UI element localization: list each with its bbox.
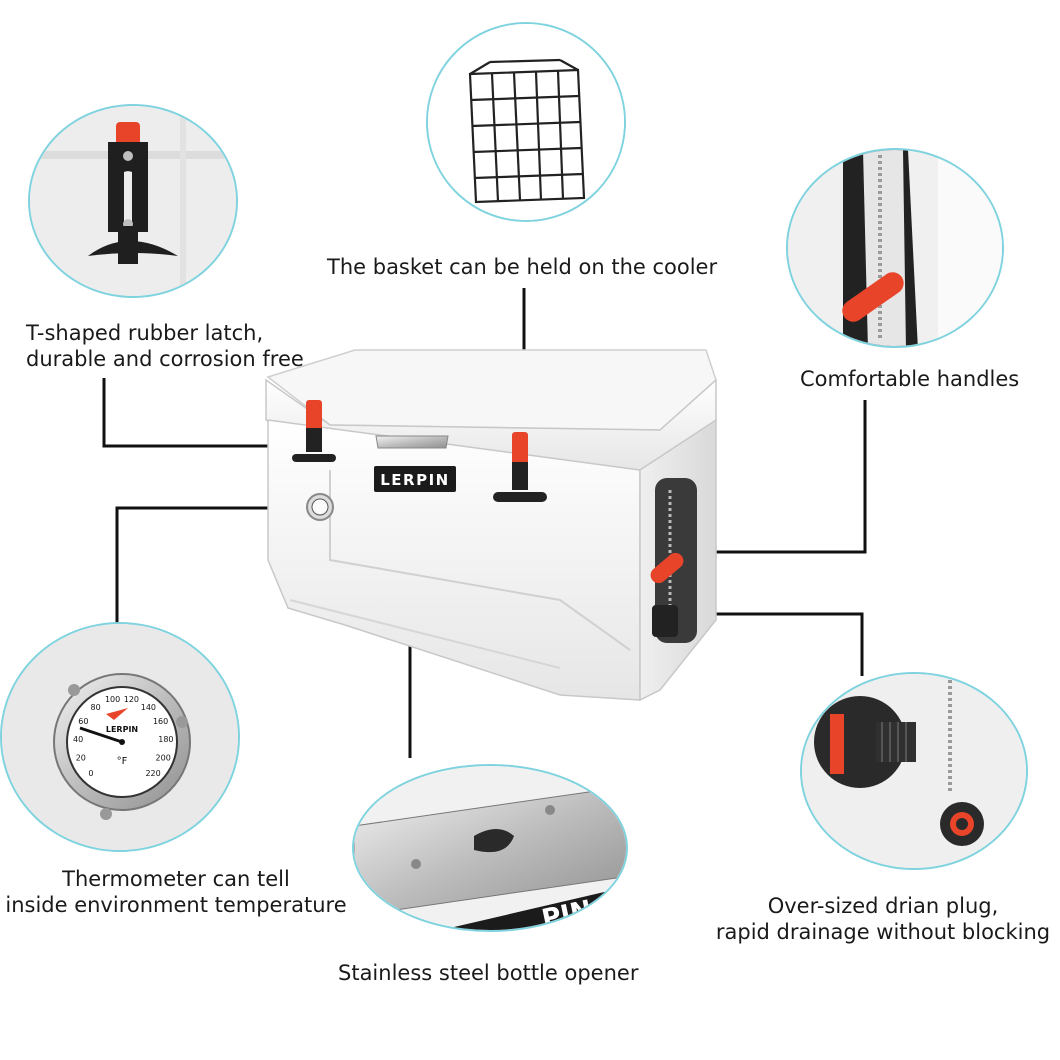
drain-plug-red-ring	[830, 714, 844, 774]
plug-connector	[680, 612, 864, 676]
handles-detail-image	[788, 150, 1002, 346]
brand-plate-text: LERPIN	[380, 471, 449, 489]
dial-tick-label: 120	[124, 695, 139, 704]
bottle-opener-plate	[375, 435, 449, 449]
handle-grip-detail	[842, 272, 904, 322]
left-latch-strap-top	[306, 400, 322, 432]
plug-caption: Over-sized drian plug, rapid drainage wi…	[706, 893, 1060, 945]
basket-detail-image	[428, 24, 624, 220]
thermometer-unit: °F	[117, 756, 128, 767]
plug-caption-line2: rapid drainage without blocking	[715, 920, 1051, 944]
dial-tick-label: 180	[158, 735, 173, 744]
plug-caption-line1: Over-sized drian plug,	[767, 894, 999, 918]
latch-connector	[102, 378, 310, 448]
dial-tick-label: 100	[105, 695, 120, 704]
thermometer-logo-text: LERPIN	[106, 725, 138, 734]
latch-rubber-strap	[108, 142, 148, 232]
brand-plate	[374, 466, 456, 492]
dial-tick-label: 220	[145, 769, 160, 778]
body-thermometer-face	[311, 498, 329, 516]
plug-detail-image	[802, 674, 1026, 868]
plug-detail-circle	[800, 672, 1028, 870]
latch-detail-image	[30, 106, 236, 296]
handles-connector	[690, 400, 867, 554]
latch-detail-circle	[28, 104, 238, 298]
latch-caption: T-shaped rubber latch, durable and corro…	[26, 320, 304, 372]
dial-tick-label: 20	[76, 753, 86, 762]
left-latch-strap	[306, 428, 322, 452]
dial-tick-label: 80	[91, 703, 101, 712]
drain-plug	[652, 605, 678, 637]
thermometer-caption-line1: Thermometer can tell	[62, 867, 290, 891]
dial-tick-label: 40	[73, 735, 83, 744]
right-latch-strap-top	[512, 432, 528, 466]
dial-tick-label: 0	[88, 769, 93, 778]
right-latch-strap	[512, 462, 528, 490]
latch-caption-line1: T-shaped rubber latch,	[26, 321, 264, 345]
thermometer-connector	[115, 506, 318, 630]
thermometer-needle	[79, 726, 123, 744]
dial-tick-label: 60	[78, 717, 88, 726]
wire-basket	[468, 58, 586, 204]
latch-caption-line2: durable and corrosion free	[26, 347, 304, 371]
handles-caption: Comfortable handles	[800, 367, 1020, 391]
basket-caption: The basket can be held on the cooler	[327, 255, 718, 279]
opener-slot	[474, 829, 514, 853]
opener-detail-image: PIN	[354, 766, 626, 930]
thermometer-logo-mark	[106, 708, 128, 720]
dial-tick-label: 160	[153, 717, 168, 726]
thermometer-caption-line2: inside environment temperature	[5, 893, 347, 917]
right-latch-handle	[493, 492, 547, 502]
thermometer-caption: Thermometer can tell inside environment …	[0, 866, 352, 918]
basket-detail-circle	[426, 22, 626, 222]
opener-caption: Stainless steel bottle opener	[338, 961, 639, 985]
dial-tick-label: 200	[156, 753, 171, 762]
left-latch-handle	[292, 454, 336, 462]
opener-detail-circle: PIN	[352, 764, 628, 932]
body-base-groove	[289, 599, 561, 669]
lid-top	[266, 349, 717, 431]
handle-grip	[650, 552, 684, 584]
dial-tick-label: 140	[141, 703, 156, 712]
handles-detail-circle	[786, 148, 1004, 348]
